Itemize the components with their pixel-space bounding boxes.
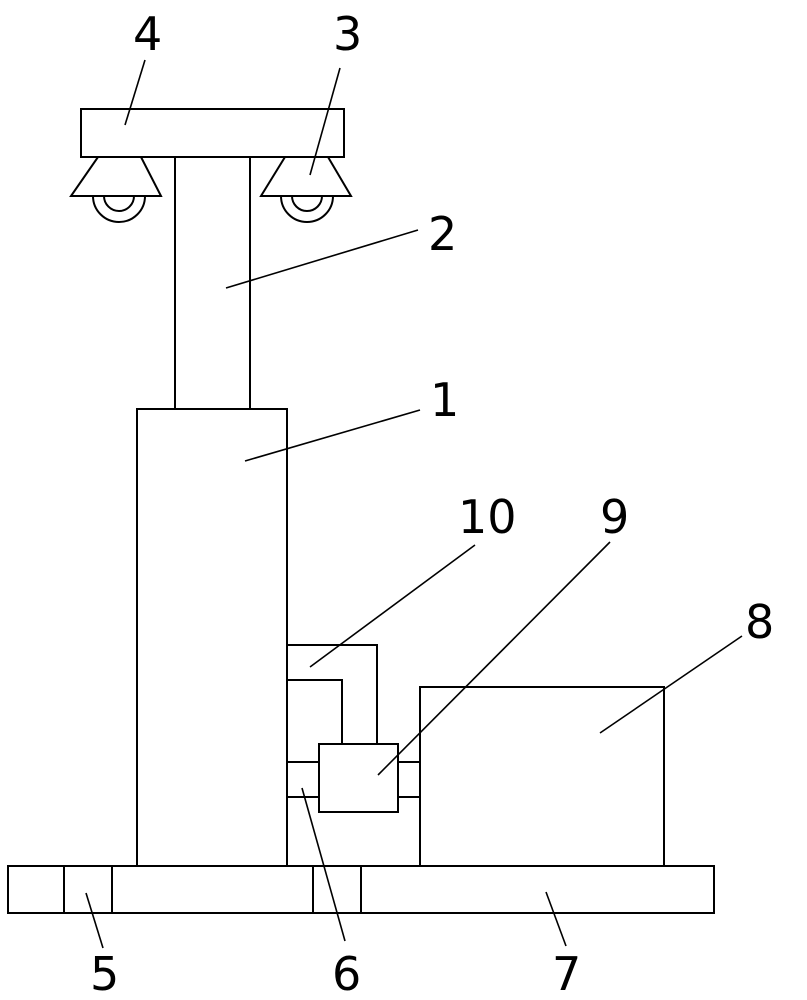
leader-8 — [599, 635, 743, 734]
equipment-box — [419, 686, 665, 867]
label-1: 1 — [430, 373, 459, 427]
main-column — [136, 408, 288, 867]
leader-6 — [301, 787, 346, 942]
label-6: 6 — [332, 947, 361, 1000]
leader-5 — [85, 892, 104, 949]
top-crossbar — [80, 108, 345, 158]
connector-rods — [287, 761, 420, 798]
label-9: 9 — [600, 490, 629, 544]
lamp-right — [259, 156, 353, 223]
label-4: 4 — [133, 7, 162, 61]
label-3: 3 — [333, 7, 362, 61]
label-8: 8 — [745, 595, 774, 649]
leader-4 — [124, 59, 146, 126]
leader-2 — [225, 229, 419, 289]
base-plate — [7, 865, 715, 914]
lamp-left — [69, 156, 163, 223]
upper-pole — [174, 156, 251, 410]
label-7: 7 — [552, 947, 581, 1000]
leader-10 — [309, 544, 476, 668]
leader-3 — [309, 67, 341, 176]
leader-lines — [85, 59, 743, 949]
leader-9 — [377, 541, 611, 776]
bracket — [287, 644, 378, 744]
leader-1 — [244, 409, 421, 462]
label-2: 2 — [428, 207, 457, 261]
label-5: 5 — [90, 947, 119, 1000]
motor-block — [318, 743, 399, 813]
label-10: 10 — [458, 490, 517, 544]
leader-7 — [545, 891, 567, 947]
